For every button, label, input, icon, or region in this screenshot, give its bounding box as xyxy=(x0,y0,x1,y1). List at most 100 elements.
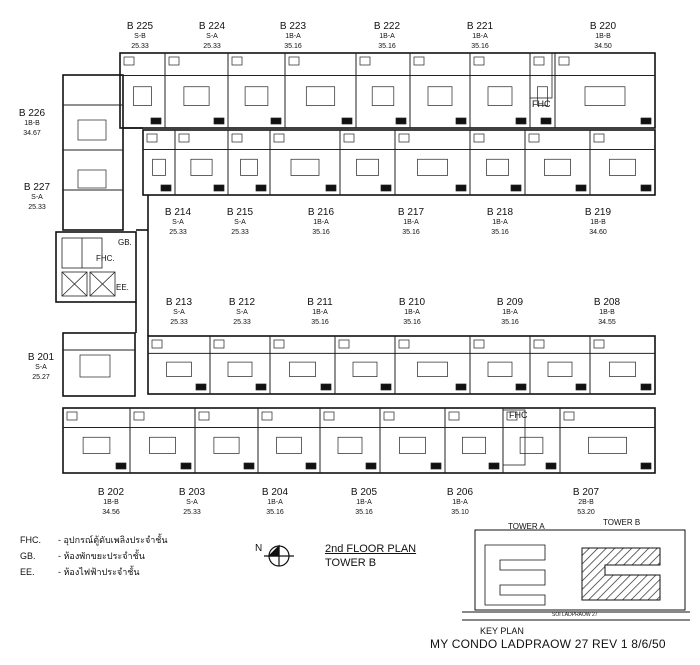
key-plan-drawing xyxy=(462,529,690,621)
north-label: N xyxy=(255,543,263,554)
unit-type: S-A xyxy=(236,309,248,316)
legend-abbr: EE. xyxy=(20,567,35,577)
unit-type: 1B-A xyxy=(492,219,508,226)
unit-code: B 205 xyxy=(350,487,378,498)
unit-area: 34.67 xyxy=(23,130,41,137)
unit-type: 1B-A xyxy=(267,499,283,506)
unit-type: 1B-A xyxy=(472,33,488,40)
unit-area: 25.33 xyxy=(231,229,249,236)
unit-code: B 210 xyxy=(398,297,426,308)
fhc-tag: FHC xyxy=(532,99,551,109)
unit-code: B 215 xyxy=(226,207,254,218)
unit-area: 25.33 xyxy=(203,43,221,50)
stair-core xyxy=(61,52,553,466)
unit-type: 1B-A xyxy=(502,309,518,316)
unit-area: 35.16 xyxy=(355,509,373,516)
unit-code: B 214 xyxy=(164,207,192,218)
key-plan-road: SOI LADPRAOW 27 xyxy=(552,612,598,618)
unit-area: 35.16 xyxy=(266,509,284,516)
unit-code: B 223 xyxy=(279,21,307,32)
unit-code: B 213 xyxy=(165,297,193,308)
unit-partitions xyxy=(63,53,655,473)
unit-area: 35.16 xyxy=(471,43,489,50)
legend-desc: - ห้องพักขยะประจำชั้น xyxy=(58,551,145,561)
unit-code: B 211 xyxy=(307,297,333,308)
unit-type: 1B-A xyxy=(404,309,420,316)
unit-code: B 207 xyxy=(572,487,600,498)
unit-code: B 204 xyxy=(261,487,289,498)
unit-area: 34.55 xyxy=(598,319,616,326)
unit-code: B 225 xyxy=(126,21,154,32)
ee-tag: EE. xyxy=(116,283,129,292)
legend-desc: - อุปกรณ์ตู้ดับเพลิงประจำชั้น xyxy=(58,535,168,545)
unit-code: B 201 xyxy=(27,352,55,363)
plan-title: 2nd FLOOR PLAN xyxy=(325,543,417,555)
fixtures xyxy=(66,56,652,470)
unit-area: 35.10 xyxy=(451,509,469,516)
unit-type: 1B-A xyxy=(356,499,372,506)
legend-row: FHC. - อุปกรณ์ตู้ดับเพลิงประจำชั้น xyxy=(20,532,168,548)
unit-type: S-A xyxy=(172,219,184,226)
unit-type: 1B-A xyxy=(403,219,419,226)
unit-code: B 219 xyxy=(584,207,612,218)
unit-area: 34.60 xyxy=(589,229,607,236)
unit-area: 35.16 xyxy=(491,229,509,236)
unit-area: 34.56 xyxy=(102,509,120,516)
unit-type: S-A xyxy=(234,219,246,226)
fhc-tag: FHC xyxy=(509,410,528,420)
unit-code: B 227 xyxy=(23,182,51,193)
unit-code: B 203 xyxy=(178,487,206,498)
unit-area: 25.33 xyxy=(170,319,188,326)
unit-code: B 212 xyxy=(228,297,256,308)
unit-type: 1B-A xyxy=(313,219,329,226)
key-plan-tower-b: TOWER B xyxy=(603,518,641,527)
unit-area: 25.33 xyxy=(169,229,187,236)
unit-area: 25.27 xyxy=(32,374,50,381)
unit-code: B 218 xyxy=(486,207,514,218)
unit-area: 35.16 xyxy=(501,319,519,326)
legend-desc: - ห้องไฟฟ้าประจำชั้น xyxy=(58,567,140,577)
unit-type: S-A xyxy=(186,499,198,506)
unit-type: S-A xyxy=(35,364,47,371)
unit-area: 25.33 xyxy=(233,319,251,326)
legend-abbr: FHC. xyxy=(20,535,41,545)
unit-type: S-A xyxy=(206,33,218,40)
unit-type: 1B-B xyxy=(24,120,40,127)
unit-area: 35.16 xyxy=(403,319,421,326)
unit-type: 1B-B xyxy=(599,309,615,316)
unit-area: 35.16 xyxy=(402,229,420,236)
unit-area: 25.33 xyxy=(131,43,149,50)
fhc-tag: FHC. xyxy=(96,254,115,263)
key-plan-title: KEY PLAN xyxy=(480,626,524,636)
unit-type: 2B-B xyxy=(578,499,594,506)
unit-code: B 221 xyxy=(466,21,494,32)
gb-tag: GB. xyxy=(118,238,132,247)
unit-type: 1B-B xyxy=(595,33,611,40)
unit-code: B 202 xyxy=(97,487,125,498)
unit-area: 34.50 xyxy=(594,43,612,50)
unit-code: B 226 xyxy=(18,108,46,119)
unit-code: B 208 xyxy=(593,297,621,308)
unit-area: 35.16 xyxy=(284,43,302,50)
unit-code: B 217 xyxy=(397,207,425,218)
unit-type: 1B-A xyxy=(285,33,301,40)
